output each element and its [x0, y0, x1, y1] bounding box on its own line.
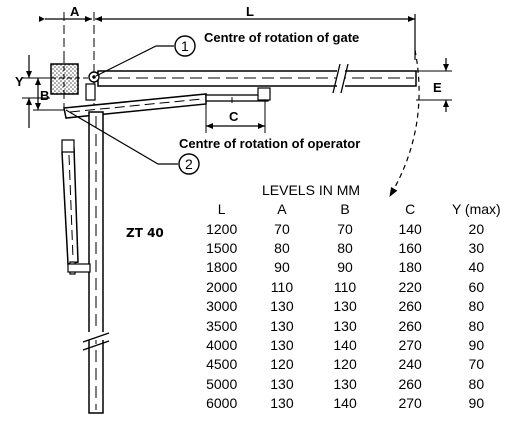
marker-1-number: 1	[181, 38, 189, 54]
gate-centre-label: Centre of rotation of gate	[204, 30, 359, 45]
operator-centre-label: Centre of rotation of operator	[179, 136, 360, 151]
table-cell: 90	[468, 336, 485, 353]
table-title: LEVELS IN MM	[262, 182, 361, 198]
marker-2-number: 2	[185, 156, 193, 172]
table-cell: 120	[270, 356, 294, 373]
table-cell: 130	[333, 298, 357, 315]
table-cell: 80	[468, 317, 485, 334]
dimension-y: Y	[15, 55, 50, 128]
table-cell: 130	[333, 375, 357, 392]
table-cell: 270	[398, 395, 422, 412]
header-c: C	[405, 201, 416, 218]
operator-arm-open	[61, 139, 91, 275]
table-cell: 130	[270, 375, 294, 392]
table-cell: 70	[274, 220, 290, 237]
dimension-c: C	[205, 100, 266, 133]
table-row: 4500 120 120 240 70	[192, 355, 510, 374]
table-cell: 4000	[206, 336, 238, 353]
dimension-b: B	[33, 78, 64, 111]
table-header-row: L A B C Y (max)	[192, 200, 510, 219]
dim-c-label: C	[229, 109, 239, 124]
marker-1-circle	[174, 35, 196, 57]
header-y-max: Y (max)	[451, 201, 501, 218]
pillar-post	[43, 58, 92, 96]
gate-leaf-vertical	[82, 111, 110, 414]
table-cell: 70	[337, 220, 353, 237]
table-cell: 180	[398, 259, 422, 276]
table-row: 1200 70 70 140 20	[192, 219, 510, 238]
table-cell: 80	[274, 239, 290, 256]
gate-hinge	[85, 71, 100, 101]
dim-l-label: L	[246, 4, 254, 19]
callout-operator-centre: 2 Centre of rotation of operator	[65, 109, 360, 175]
table-cell: 140	[398, 220, 422, 237]
table-cell: 20	[468, 220, 485, 237]
table-cell: 240	[398, 356, 422, 373]
table-row: 3500 130 130 260 80	[192, 316, 510, 335]
dimension-a: A	[39, 4, 92, 22]
table-cell: 40	[468, 259, 485, 276]
header-l: L	[217, 201, 226, 218]
table-cell: 130	[333, 317, 357, 334]
dim-a-label: A	[70, 4, 80, 19]
table-cell: 130	[270, 298, 294, 315]
table-cell: 30	[468, 239, 485, 256]
table-row: 1500 80 80 160 30	[192, 239, 510, 258]
table-cell: 90	[468, 395, 485, 412]
table-row: 1800 90 90 180 40	[192, 258, 510, 277]
marker-2-circle	[178, 153, 200, 175]
table-cell: 220	[398, 278, 422, 295]
table-row: 3000 130 130 260 80	[192, 297, 510, 316]
swing-arc-arrow	[389, 49, 420, 198]
dim-e-label: E	[433, 80, 442, 95]
levels-table: L A B C Y (max) 1200 70 70 140 20 1500 80 80 160…	[192, 200, 510, 413]
table-cell: 80	[468, 298, 485, 315]
table-cell: 70	[468, 356, 485, 373]
table-cell: 3500	[206, 317, 238, 334]
table-cell: 5000	[206, 375, 238, 392]
table-cell: 80	[337, 239, 353, 256]
table-cell: 90	[337, 259, 353, 276]
table-cell: 260	[398, 375, 422, 392]
table-cell: 1800	[206, 259, 238, 276]
callout-gate-centre: 1 Centre of rotation of gate	[95, 30, 359, 77]
table-cell: 260	[398, 317, 422, 334]
table-cell: 120	[333, 356, 357, 373]
gate-leaf-horizontal	[97, 63, 417, 94]
levels-table-block: LEVELS IN MM ZT 40 L A B C Y (max) 1200 7…	[126, 182, 510, 425]
table-row: 4000 130 140 270 90	[192, 336, 510, 355]
table-cell: 80	[468, 375, 485, 392]
model-label: ZT 40	[126, 226, 164, 240]
table-cell: 90	[274, 259, 290, 276]
table-cell: 110	[333, 278, 357, 295]
table-cell: 130	[270, 317, 294, 334]
table-row: 5000 130 130 260 80	[192, 375, 510, 394]
table-cell: 160	[398, 239, 422, 256]
table-cell: 6000	[206, 395, 238, 412]
table-cell: 140	[333, 395, 357, 412]
table-cell: 4500	[206, 356, 238, 373]
dimension-e: E	[416, 58, 452, 112]
table-cell: 130	[270, 336, 294, 353]
table-cell: 130	[270, 395, 294, 412]
table-row: 2000 110 110 220 60	[192, 278, 510, 297]
table-cell: 110	[270, 278, 294, 295]
header-b: B	[340, 201, 350, 218]
table-cell: 2000	[206, 278, 238, 295]
dim-b-label: B	[40, 88, 49, 103]
table-cell: 60	[468, 278, 485, 295]
table-cell: 260	[398, 298, 422, 315]
header-a: A	[277, 201, 287, 218]
table-cell: 1200	[206, 220, 238, 237]
table-cell: 3000	[206, 298, 238, 315]
table-cell: 1500	[206, 239, 238, 256]
table-cell: 270	[398, 336, 422, 353]
table-row: 6000 130 140 270 90	[192, 394, 510, 413]
table-cell: 140	[333, 336, 357, 353]
dim-y-label: Y	[15, 74, 24, 89]
